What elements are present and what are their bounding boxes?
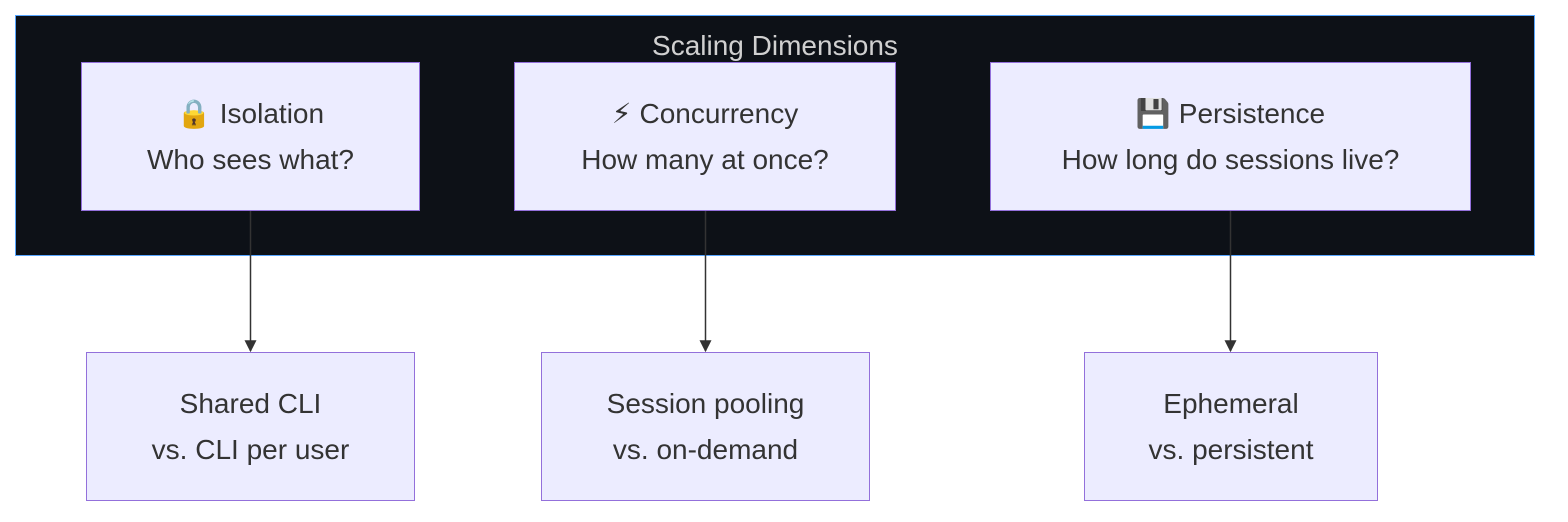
node-concurrency: ⚡Concurrency How many at once? xyxy=(514,62,896,211)
option-line: Session pooling xyxy=(606,387,805,419)
option-line: vs. CLI per user xyxy=(151,433,350,465)
node-isolation: 🔒Isolation Who sees what? xyxy=(81,62,420,211)
node-isolation-options: Shared CLI vs. CLI per user xyxy=(86,352,415,501)
floppy-disk-icon: 💾 xyxy=(1135,96,1171,130)
node-concurrency-options: Session pooling vs. on-demand xyxy=(541,352,870,501)
lock-icon: 🔒 xyxy=(176,96,212,130)
node-question: How many at once? xyxy=(581,143,829,175)
option-line: vs. on-demand xyxy=(612,433,799,465)
node-persistence: 💾Persistence How long do sessions live? xyxy=(990,62,1471,211)
option-line: Ephemeral xyxy=(1163,387,1299,419)
node-question: How long do sessions live? xyxy=(1061,143,1400,175)
option-line: Shared CLI xyxy=(179,387,322,419)
option-line: vs. persistent xyxy=(1148,433,1314,465)
node-title: Persistence xyxy=(1178,97,1326,129)
node-title: Isolation xyxy=(219,97,325,129)
node-question: Who sees what? xyxy=(147,143,354,175)
group-title: Scaling Dimensions xyxy=(652,30,898,61)
node-persistence-options: Ephemeral vs. persistent xyxy=(1084,352,1378,501)
node-title: Concurrency xyxy=(639,97,799,129)
lightning-icon: ⚡ xyxy=(611,96,632,130)
